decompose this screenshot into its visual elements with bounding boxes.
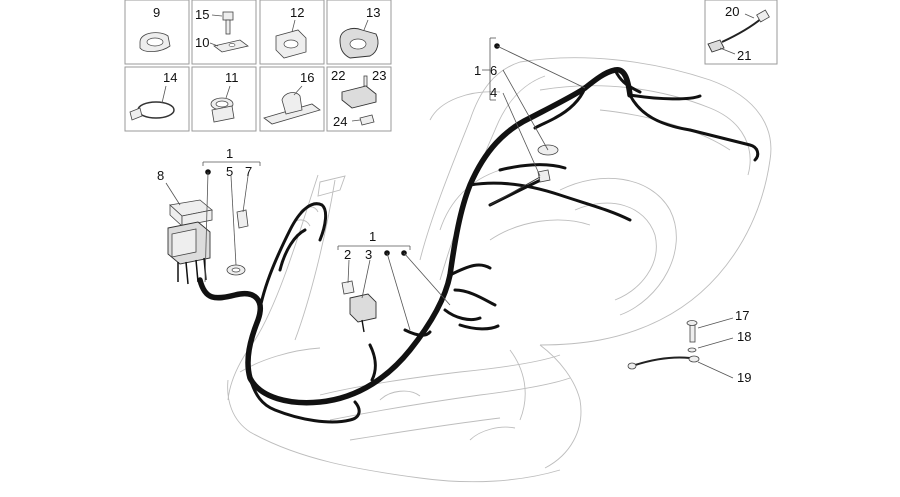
- callout-group-middle: 1 2 3: [337, 229, 451, 331]
- component-6-sensor-clamp: [489, 144, 559, 206]
- inset-box-15-10: 15 10: [191, 0, 257, 65]
- callout-group-ground: 17 18 19: [697, 308, 751, 385]
- inset-box-20-21: 20 21: [704, 0, 778, 65]
- label-13: 13: [366, 5, 380, 20]
- component-7-clip: [236, 209, 249, 229]
- label-12: 12: [290, 5, 304, 20]
- component-17-18-19-ground-cable: [627, 320, 700, 370]
- callout-6: 6: [490, 63, 497, 78]
- component-2-fuse: [341, 280, 355, 295]
- component-8-regulator: [167, 199, 213, 285]
- inset-box-22-23-24: 22 23 24: [326, 66, 392, 132]
- inset-box-9: 9: [124, 0, 190, 65]
- callout-3: 3: [365, 247, 372, 262]
- label-9: 9: [153, 5, 160, 20]
- label-23: 23: [372, 68, 386, 83]
- callout-19: 19: [737, 370, 751, 385]
- label-20: 20: [725, 4, 739, 19]
- callout-4: 4: [490, 85, 497, 100]
- inset-box-12: 12: [259, 0, 325, 65]
- component-5-clamp: [226, 264, 246, 276]
- callout-5: 5: [226, 164, 233, 179]
- callout-2: 2: [344, 247, 351, 262]
- label-16: 16: [300, 70, 314, 85]
- label-21: 21: [737, 48, 751, 63]
- inset-box-16: 16: [259, 66, 325, 132]
- label-24: 24: [333, 114, 347, 129]
- component-3-relay: [349, 293, 377, 333]
- label-22: 22: [331, 68, 345, 83]
- label-15: 15: [195, 7, 209, 22]
- inset-box-11: 11: [191, 66, 257, 132]
- callout-group-left: 1 5 7 8: [157, 146, 261, 283]
- label-14: 14: [163, 70, 177, 85]
- callout-18: 18: [737, 329, 751, 344]
- callout-17: 17: [735, 308, 749, 323]
- callout-7: 7: [245, 164, 252, 179]
- callout-group-top: 1 6 4: [474, 37, 586, 177]
- inset-box-14: 14: [124, 66, 190, 132]
- callout-8: 8: [157, 168, 164, 183]
- callout-1-mid: 1: [369, 229, 376, 244]
- callout-1-top: 1: [474, 63, 481, 78]
- label-10: 10: [195, 35, 209, 50]
- callout-1-left: 1: [226, 146, 233, 161]
- label-11: 11: [225, 70, 239, 85]
- wiring-harness: [197, 67, 760, 424]
- inset-box-13: 13: [326, 0, 392, 65]
